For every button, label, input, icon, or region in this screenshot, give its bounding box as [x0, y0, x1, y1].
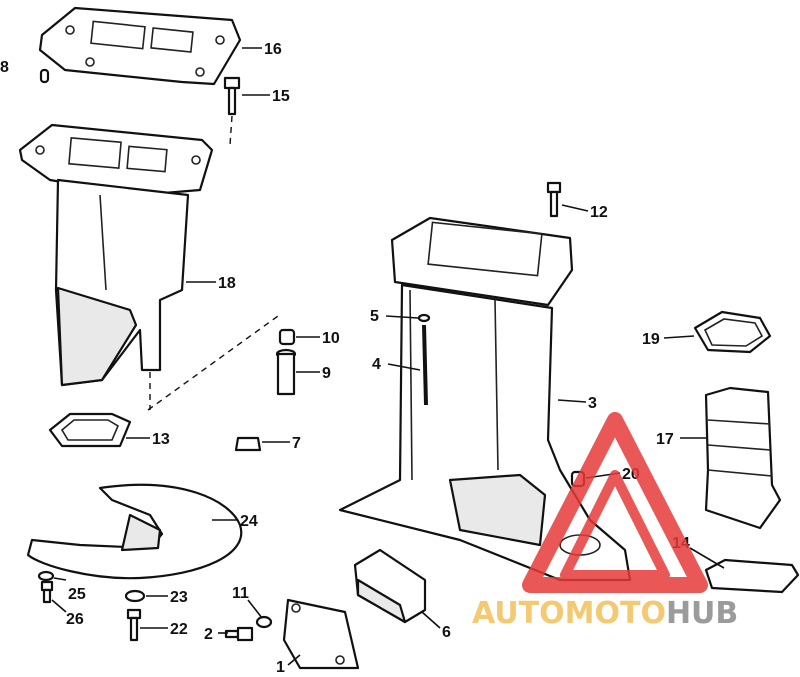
callout-25: 25 — [68, 586, 86, 603]
alignment-line-a — [147, 315, 279, 411]
callout-4: 4 — [372, 356, 381, 373]
callout-19: 19 — [642, 331, 660, 348]
part-16-gasket-plate — [38, 6, 242, 86]
part-25-washer — [37, 570, 55, 582]
part-18-exhaust-housing — [18, 123, 214, 387]
callout-18: 18 — [218, 275, 236, 292]
watermark-brand-right: HUB — [666, 596, 738, 631]
part-2-screw — [224, 626, 254, 642]
callout-1: 1 — [276, 659, 285, 676]
callout-7: 7 — [292, 435, 301, 452]
part-26-bolt — [40, 580, 54, 604]
part-12-bolt — [546, 181, 562, 218]
part-5-nut — [417, 313, 431, 323]
part-1-cover-plate — [282, 598, 360, 670]
part-3-driveshaft-housing — [338, 216, 632, 582]
callout-15: 15 — [272, 88, 290, 105]
callout-26: 26 — [66, 611, 84, 628]
callout-13: 13 — [152, 431, 170, 448]
leader-lines — [51, 47, 725, 666]
part-8-pin — [39, 68, 50, 84]
callout-8: 8 — [0, 59, 9, 76]
callout-17: 17 — [656, 431, 674, 448]
part-10-cup — [278, 328, 296, 346]
callout-6: 6 — [442, 624, 451, 641]
part-19-gasket — [693, 310, 772, 354]
part-15-bolt — [223, 76, 241, 146]
part-11-washer — [255, 615, 273, 629]
part-24-anti-ventilation-plate — [26, 483, 243, 580]
part-14-gasket-plate — [704, 558, 800, 594]
callout-23: 23 — [170, 589, 188, 606]
part-23-nut — [124, 589, 146, 603]
part-7-grommet — [234, 436, 262, 452]
part-4-stud — [422, 324, 428, 406]
callout-11: 11 — [232, 585, 249, 602]
part-9-tube — [275, 348, 297, 396]
watermark-brand-mid: MOTO — [565, 596, 666, 631]
watermark-brand-left: AUTO — [472, 596, 565, 631]
callout-5: 5 — [370, 308, 379, 325]
part-6-block — [353, 548, 427, 624]
callout-12: 12 — [590, 204, 608, 221]
part-22-bolt — [126, 608, 142, 642]
callout-2: 2 — [204, 626, 213, 643]
callout-9: 9 — [322, 365, 331, 382]
part-13-gasket — [48, 412, 132, 448]
callout-22: 22 — [170, 621, 188, 638]
callout-10: 10 — [322, 330, 340, 347]
watermark-logo: AUTOMOTOHUB — [472, 412, 738, 631]
part-17-exhaust-tube — [704, 386, 782, 530]
callout-16: 16 — [264, 41, 282, 58]
callout-3: 3 — [588, 395, 597, 412]
svg-text:AUTOMOTOHUB: AUTOMOTOHUB — [472, 596, 738, 631]
callout-24: 24 — [240, 513, 258, 530]
